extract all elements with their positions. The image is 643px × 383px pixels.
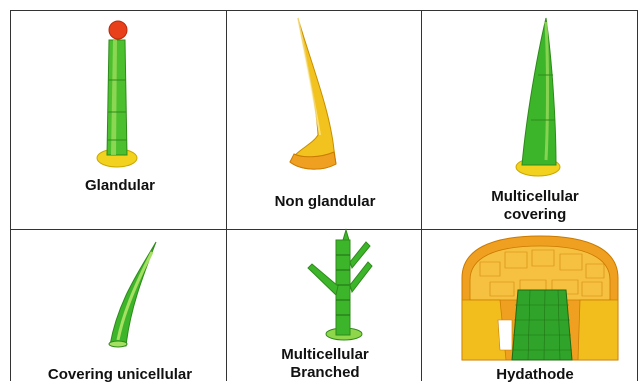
label-hydathode: Hydathode: [455, 366, 615, 383]
